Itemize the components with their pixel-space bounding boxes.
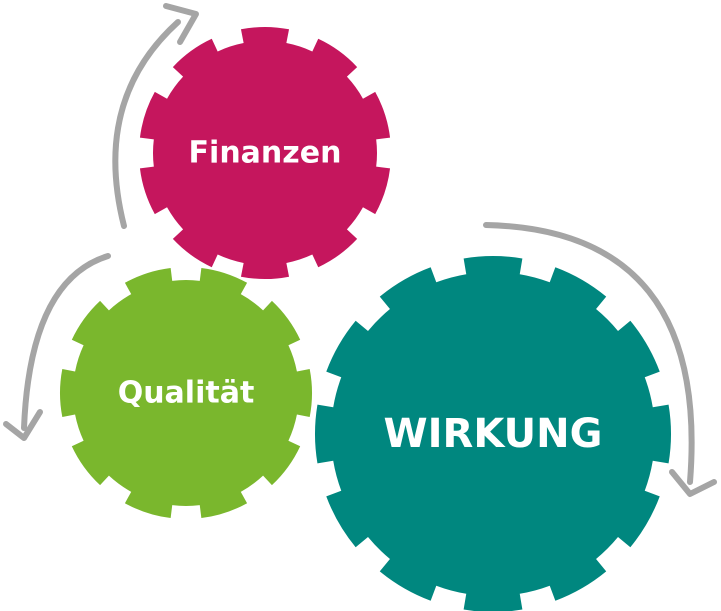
gear-finanzen-shape: [139, 26, 391, 280]
arrow-qualitaet-to-finanzen: [112, 3, 199, 229]
gear-qualitaet-label: Qualität: [118, 376, 255, 411]
gear-qualitaet: Qualität: [59, 267, 313, 519]
cycle-arrows: [3, 3, 717, 497]
gear-finanzen-label: Finanzen: [189, 136, 342, 171]
arrow-to-wirkung: [483, 222, 717, 497]
gear-wirkung-label: WIRKUNG: [384, 411, 603, 457]
gear-qualitaet-shape: [59, 267, 313, 519]
gear-finanzen: Finanzen: [139, 26, 391, 280]
gear-wirkung: WIRKUNG: [314, 255, 672, 611]
arrow-to-qualitaet: [3, 253, 111, 441]
gear-wirkung-shape: [314, 255, 672, 611]
